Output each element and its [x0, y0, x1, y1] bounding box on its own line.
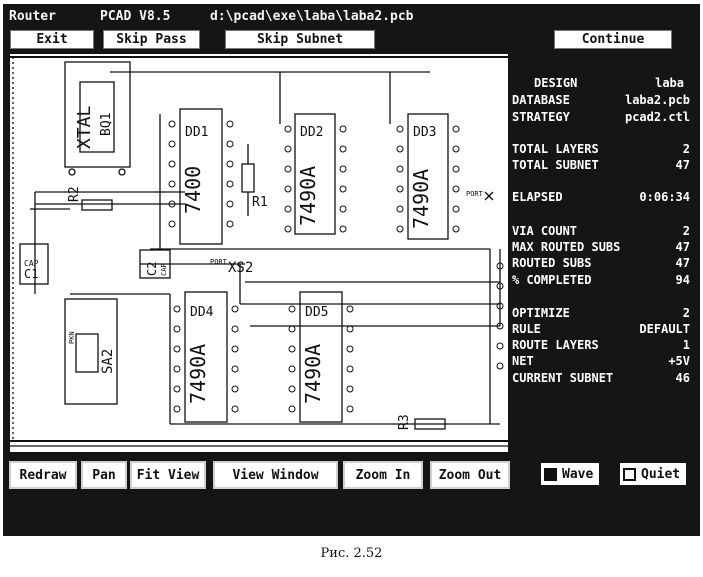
status-strategy: STRATEGY pcad2.ctl [512, 110, 690, 126]
chip-dd2-ref: DD2 [300, 125, 323, 140]
status-label: % COMPLETED [512, 273, 592, 287]
status-label: STRATEGY [512, 110, 570, 124]
status-value: 46 [675, 371, 690, 385]
pan-button[interactable]: Pan [81, 461, 127, 489]
r2-ref: R2 [67, 186, 82, 202]
quiet-option[interactable]: Quiet [620, 463, 687, 485]
status-label: ROUTE LAYERS [512, 338, 599, 352]
status-rule: RULE DEFAULT [512, 322, 690, 338]
status-elapsed: ELAPSED 0:06:34 [512, 190, 690, 206]
app-version: PCAD V8.5 [100, 9, 171, 24]
status-optimize: OPTIMIZE 2 [512, 306, 690, 322]
exit-button[interactable]: Exit [10, 30, 94, 49]
status-label: RULE [512, 322, 541, 336]
status-value: pcad2.ctl [624, 110, 690, 124]
chip-dd2-part: 7490A [296, 166, 320, 226]
status-value: 94 [675, 273, 690, 287]
status-routed-subs: ROUTED SUBS 47 [512, 256, 690, 272]
chip-dd3-ref: DD3 [413, 125, 436, 140]
status-label: TOTAL LAYERS [512, 142, 599, 156]
c2-ref: C2 [145, 262, 159, 276]
wave-checkbox[interactable] [544, 467, 557, 481]
r3-ref: R3 [397, 414, 412, 430]
continue-button[interactable]: Continue [554, 30, 672, 49]
chip-dd4-part: 7490A [186, 344, 210, 404]
status-completed: % COMPLETED 94 [512, 273, 690, 289]
status-total-subnet: TOTAL SUBNET 47 [512, 158, 690, 174]
status-label: DATABASE [512, 93, 570, 107]
status-value: laba2.pcb [624, 93, 690, 107]
status-via-count: VIA COUNT 2 [512, 224, 690, 240]
status-label: CURRENT SUBNET [512, 371, 614, 385]
app-title: Router [9, 9, 56, 24]
status-net: NET +5V [512, 354, 690, 370]
wave-option[interactable]: Wave [541, 463, 600, 485]
chip-dd1-part: 7400 [181, 166, 205, 214]
chip-dd4-ref: DD4 [190, 305, 214, 320]
status-value: 1 [682, 338, 690, 352]
status-label: NET [512, 354, 534, 368]
status-value: 2 [682, 224, 690, 238]
quiet-label: Quiet [641, 466, 681, 482]
crystal-ref: BQ1 [99, 113, 114, 136]
chip-dd3-part: 7490A [409, 169, 433, 229]
zoom-in-button[interactable]: Zoom In [343, 461, 423, 489]
status-value: +5V [668, 354, 690, 368]
switch-ref: SA2 [100, 349, 116, 374]
file-path: d:\pcad\exe\laba\laba2.pcb [210, 9, 414, 24]
chip-dd5-ref: DD5 [305, 305, 328, 320]
status-value: 2 [682, 142, 690, 156]
c2-part: CAP [160, 263, 168, 276]
zoom-out-button[interactable]: Zoom Out [430, 461, 510, 489]
switch-part: PKN [68, 331, 76, 344]
pcb-layout: XTAL BQ1 DD1 7400 DD2 7490A DD3 7490A DD… [10, 56, 508, 447]
figure-caption: Рис. 2.52 [320, 546, 383, 561]
port-label-2: PORT [466, 190, 484, 198]
fit-view-button[interactable]: Fit View [130, 461, 206, 489]
connector-ref: XS2 [228, 260, 253, 276]
status-value: 47 [675, 158, 690, 172]
status-design: DESIGN laba [512, 76, 690, 92]
status-value: laba [655, 76, 684, 90]
crystal-part: XTAL [74, 105, 95, 149]
skip-pass-button[interactable]: Skip Pass [103, 30, 200, 49]
port-label-1: PORT [210, 258, 228, 266]
status-label: VIA COUNT [512, 224, 578, 238]
status-value: 0:06:34 [639, 190, 690, 204]
status-database: DATABASE laba2.pcb [512, 93, 690, 109]
status-label: MAX ROUTED SUBS [512, 240, 621, 254]
redraw-button[interactable]: Redraw [9, 461, 77, 489]
status-label: DESIGN [534, 76, 578, 90]
status-label: ELAPSED [512, 190, 563, 204]
status-label: OPTIMIZE [512, 306, 570, 320]
c1-part: CAP [24, 259, 39, 268]
status-value: 47 [675, 256, 690, 270]
c1-ref: C1 [24, 267, 38, 281]
status-value: 2 [682, 306, 690, 320]
router-window: Router PCAD V8.5 d:\pcad\exe\laba\laba2.… [3, 4, 700, 536]
status-value: DEFAULT [639, 322, 690, 336]
view-window-button[interactable]: View Window [213, 461, 338, 489]
chip-dd1-ref: DD1 [185, 125, 208, 140]
skip-subnet-button[interactable]: Skip Subnet [225, 30, 375, 49]
status-total-layers: TOTAL LAYERS 2 [512, 142, 690, 158]
status-max-routed-subs: MAX ROUTED SUBS 47 [512, 240, 690, 256]
status-value: 47 [675, 240, 690, 254]
wave-label: Wave [562, 466, 594, 482]
status-current-subnet: CURRENT SUBNET 46 [512, 371, 690, 387]
status-label: ROUTED SUBS [512, 256, 592, 270]
status-route-layers: ROUTE LAYERS 1 [512, 338, 690, 354]
status-label: TOTAL SUBNET [512, 158, 599, 172]
pcb-canvas[interactable]: XTAL BQ1 DD1 7400 DD2 7490A DD3 7490A DD… [10, 54, 508, 452]
r1-ref: R1 [252, 195, 268, 210]
chip-dd5-part: 7490A [301, 344, 325, 404]
quiet-checkbox[interactable] [623, 467, 636, 481]
